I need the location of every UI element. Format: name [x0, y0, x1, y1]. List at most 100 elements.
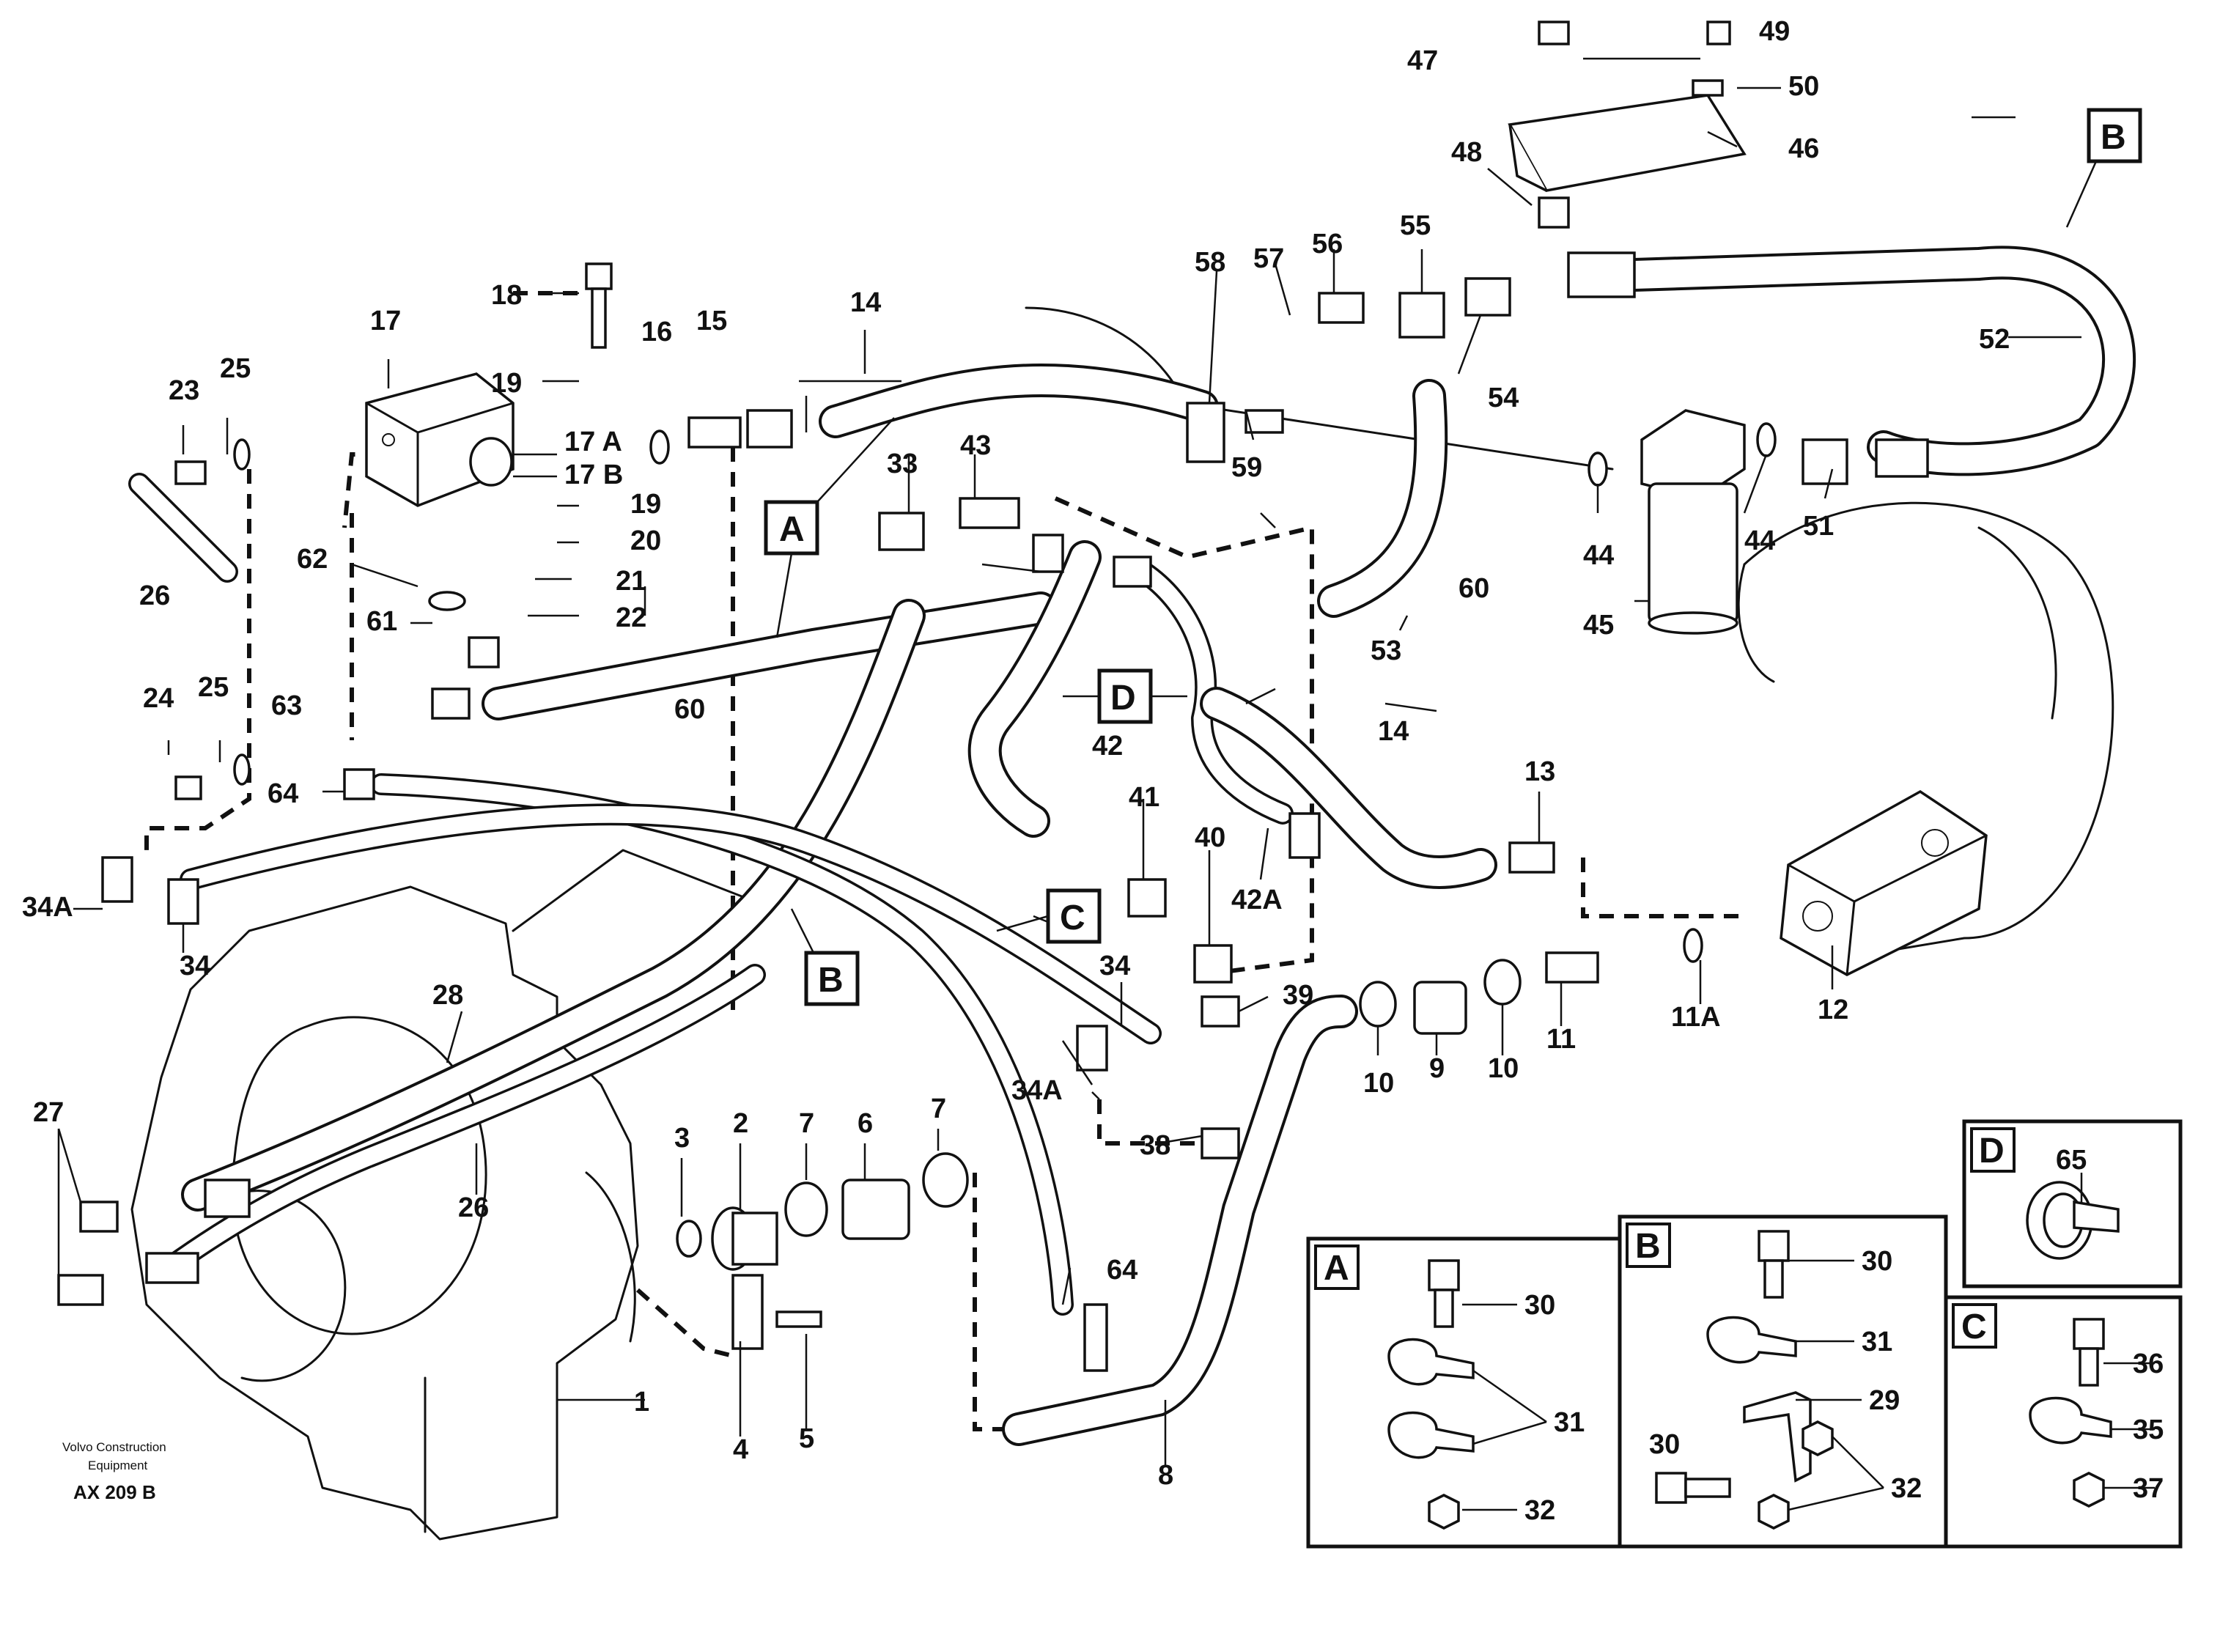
- callout-44b: 44: [1744, 526, 1775, 556]
- callout-40: 40: [1195, 822, 1225, 853]
- ref-box-C: C: [996, 888, 1102, 944]
- callout-51: 51: [1803, 511, 1834, 542]
- callout-25b: 25: [198, 672, 229, 703]
- callout-27: 27: [33, 1097, 64, 1128]
- valve-block-17: [365, 372, 515, 507]
- callout-39: 39: [1283, 980, 1313, 1011]
- callout-57: 57: [1253, 243, 1284, 274]
- callout-44a: 44: [1583, 540, 1614, 571]
- callout-63: 63: [271, 690, 302, 721]
- svg-text:B: B: [818, 961, 844, 1000]
- svg-text:C: C: [1060, 899, 1085, 937]
- coupling-9-and-11: [1359, 951, 1599, 1035]
- callout-43: 43: [960, 430, 991, 461]
- inset-B-label-30b: 30: [1649, 1429, 1680, 1460]
- callout-2: 2: [733, 1108, 748, 1139]
- pump-12: [1780, 789, 1988, 976]
- callout-1: 1: [634, 1387, 649, 1417]
- callout-28: 28: [432, 980, 463, 1011]
- callout-4: 4: [733, 1434, 748, 1465]
- callout-13: 13: [1524, 756, 1555, 787]
- callout-46: 46: [1788, 133, 1819, 164]
- callout-12: 12: [1818, 995, 1848, 1025]
- callout-26b: 26: [458, 1192, 489, 1223]
- hose-28: [181, 599, 926, 1212]
- svg-text:C: C: [1961, 1308, 1987, 1346]
- callout-34a: 34: [180, 951, 210, 981]
- inset-A-clamp-detail: A 30 31 32: [1306, 1236, 1622, 1549]
- callout-23: 23: [169, 375, 199, 406]
- callout-16: 16: [641, 317, 672, 347]
- callout-3: 3: [674, 1123, 690, 1154]
- svg-text:A: A: [779, 510, 805, 549]
- callout-19a: 19: [491, 368, 522, 399]
- callout-22: 22: [616, 602, 646, 633]
- pipe-34: [180, 803, 1162, 1044]
- callout-48: 48: [1451, 137, 1482, 168]
- callout-7a: 7: [799, 1108, 814, 1139]
- inset-B-label-30a: 30: [1862, 1246, 1892, 1277]
- hose-60-lower: [482, 591, 1058, 720]
- callout-20: 20: [630, 526, 661, 556]
- filter-45: [1640, 409, 1746, 635]
- inset-B-label-31: 31: [1862, 1327, 1892, 1357]
- callout-5: 5: [799, 1423, 814, 1454]
- leader-lines: [57, 57, 2081, 1466]
- callout-59: 59: [1231, 452, 1262, 483]
- hose-42: [967, 540, 1294, 838]
- callout-45: 45: [1583, 610, 1614, 641]
- hose-64: [370, 773, 1074, 1316]
- small-fittings: [57, 21, 1929, 1372]
- callout-42a: 42A: [1231, 885, 1283, 915]
- callout-11a: 11A: [1671, 1002, 1721, 1033]
- inset-B-label-29: 29: [1869, 1385, 1900, 1416]
- callout-14a: 14: [850, 287, 881, 318]
- callout-11: 11: [1546, 1024, 1576, 1055]
- ref-box-B-bottom: B: [790, 908, 860, 1006]
- callout-6: 6: [858, 1108, 873, 1139]
- callout-53: 53: [1371, 635, 1401, 666]
- svg-text:D: D: [1979, 1132, 2005, 1170]
- hose-26: [158, 964, 766, 1279]
- company-line-1: Volvo Construction: [62, 1440, 166, 1454]
- inset-A-label-30: 30: [1524, 1290, 1555, 1321]
- transmission-housing-outline: [130, 849, 756, 1541]
- inset-A-label-31: 31: [1554, 1407, 1585, 1438]
- callout-14b: 14: [1378, 716, 1409, 747]
- callout-49: 49: [1759, 16, 1790, 47]
- callout-33: 33: [887, 449, 918, 479]
- callout-50: 50: [1788, 71, 1819, 102]
- hose-60-upper: [1317, 379, 1448, 618]
- callout-52: 52: [1979, 324, 2010, 355]
- inset-B-label-32: 32: [1891, 1473, 1922, 1504]
- callout-58: 58: [1195, 247, 1225, 278]
- ref-box-B-top: B: [2065, 108, 2142, 228]
- callout-10a: 10: [1363, 1068, 1394, 1099]
- callout-34Ab: 34A: [1011, 1075, 1063, 1106]
- callout-18: 18: [491, 280, 522, 311]
- callout-10b: 10: [1488, 1053, 1519, 1084]
- pipe-8: [1002, 995, 1358, 1446]
- callout-34b: 34: [1099, 951, 1130, 981]
- callout-60a: 60: [674, 694, 705, 725]
- bracket-46: [1508, 94, 1747, 192]
- callout-60b: 60: [1459, 573, 1489, 604]
- callout-8: 8: [1158, 1460, 1173, 1491]
- inset-D-clip-detail: D 65: [1962, 1119, 2183, 1288]
- ref-box-D: D: [1063, 668, 1187, 724]
- inset-C-label-35: 35: [2133, 1415, 2164, 1445]
- callout-41: 41: [1129, 782, 1159, 813]
- callout-62: 62: [297, 544, 328, 575]
- inset-C-label-37: 37: [2133, 1473, 2164, 1504]
- inset-C-label-36: 36: [2133, 1349, 2164, 1379]
- hose-52: [1618, 246, 2136, 476]
- svg-text:B: B: [1635, 1227, 1661, 1266]
- callout-47: 47: [1407, 45, 1438, 76]
- callout-34Aa: 34A: [22, 892, 73, 923]
- callout-9: 9: [1429, 1053, 1445, 1084]
- callout-64b: 64: [1107, 1255, 1137, 1286]
- hose-14-lower: [1200, 687, 1497, 889]
- callout-24: 24: [143, 683, 174, 714]
- callout-labels: 1 2 3 4 5 6 7 7 8 9 10 10 11 11A 12 13 1…: [22, 16, 2010, 1491]
